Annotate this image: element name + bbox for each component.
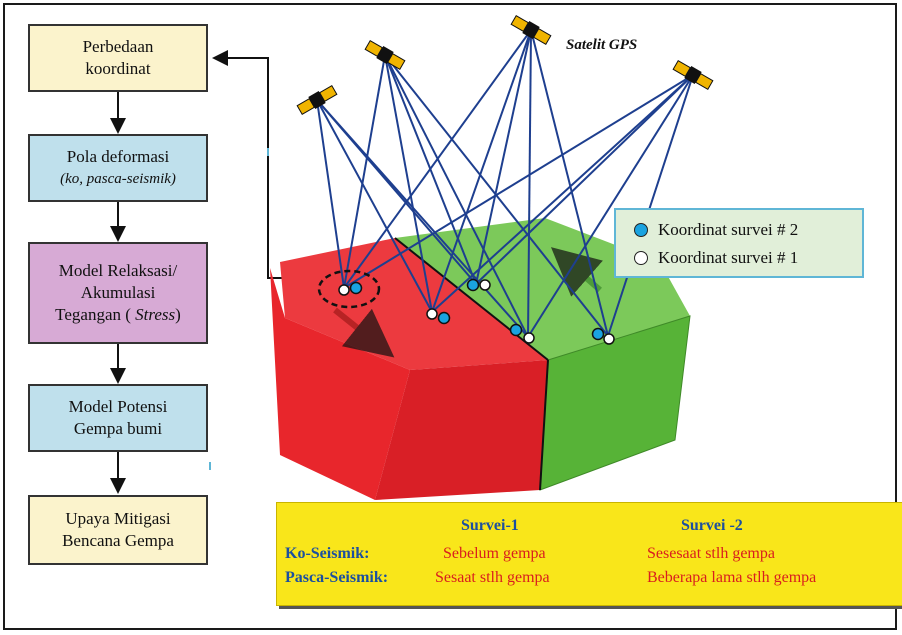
flow-box-stress-model: Model Relaksasi/ Akumulasi Tegangan ( St… <box>28 242 208 344</box>
flow-box-3-line-3: Tegangan ( Stress) <box>55 304 181 326</box>
table-cell-coseismic-survey-1: Sebelum gempa <box>443 545 546 562</box>
blue-dot-icon <box>634 223 648 237</box>
flow-box-3-line-3-start: Tegangan ( <box>55 305 136 324</box>
feedback-connector-arrow <box>212 50 318 279</box>
gps-satellite-4 <box>672 59 714 91</box>
flow-box-coordinate-difference: Perbedaan koordinat <box>28 24 208 92</box>
flow-box-1-line-2: koordinat <box>85 59 151 78</box>
flow-box-deformation-pattern: Pola deformasi (ko, pasca-seismik) <box>28 134 208 202</box>
table-row-label-coseismic: Ko-Seismik: <box>285 545 370 562</box>
flow-box-2-line-2: (ko, pasca-seismik) <box>60 171 176 187</box>
red-block-motion-arrow <box>333 307 395 358</box>
flow-box-1-line-1: Perbedaan <box>82 37 154 56</box>
figure-frame <box>3 3 897 630</box>
flow-box-2-line-1: Pola deformasi <box>66 147 170 166</box>
legend-label-survey-2: Koordinat survei # 2 <box>658 220 799 239</box>
ground-stations <box>338 278 615 345</box>
legend-item-survey-1: Koordinat survei # 1 <box>634 244 862 272</box>
flow-box-earthquake-potential: Model Potensi Gempa bumi <box>28 384 208 452</box>
flow-box-5-line-1: Upaya Mitigasi <box>65 509 171 528</box>
gps-satellite-1 <box>296 84 338 116</box>
legend-label-survey-1: Koordinat survei # 1 <box>658 248 799 267</box>
gps-satellite-2 <box>364 39 406 71</box>
flow-box-3-line-1: Model Relaksasi/ <box>58 261 178 280</box>
flow-box-3-line-3-end: ) <box>175 305 181 324</box>
table-cell-postseismic-survey-1: Sesaat stlh gempa <box>435 569 550 586</box>
table-header-survey-1: Survei-1 <box>461 517 519 534</box>
gps-satellite-3 <box>510 14 552 46</box>
satellite-label: Satelit GPS <box>566 37 638 53</box>
green-block-motion-arrow <box>550 247 603 297</box>
table-cell-postseismic-survey-2: Beberapa lama stlh gempa <box>647 569 817 586</box>
flow-box-5-line-2: Bencana Gempa <box>62 531 174 550</box>
legend: Koordinat survei # 2 Koordinat survei # … <box>614 208 864 278</box>
table-cell-coseismic-survey-2: Sesesaat stlh gempa <box>647 545 775 562</box>
flow-box-4-line-2: Gempa bumi <box>73 419 163 438</box>
flow-box-3-stress-word: Stress <box>135 305 176 324</box>
survey-table: Survei-1 Survei -2 Ko-Seismik: Sebelum g… <box>276 502 902 606</box>
fault-line-top <box>394 237 549 361</box>
gps-signal-lines <box>316 29 694 338</box>
legend-item-survey-2: Koordinat survei # 2 <box>634 216 862 244</box>
highlight-circle <box>317 269 381 309</box>
table-row-label-postseismic: Pasca-Seismik: <box>285 569 389 586</box>
flow-box-4-line-1: Model Potensi <box>68 397 168 416</box>
white-dot-icon <box>634 251 648 265</box>
fault-line-face <box>539 359 549 491</box>
table-header-survey-2: Survei -2 <box>681 517 743 534</box>
flow-box-mitigation: Upaya Mitigasi Bencana Gempa <box>28 495 208 565</box>
flow-box-3-line-2: Akumulasi <box>80 283 156 302</box>
